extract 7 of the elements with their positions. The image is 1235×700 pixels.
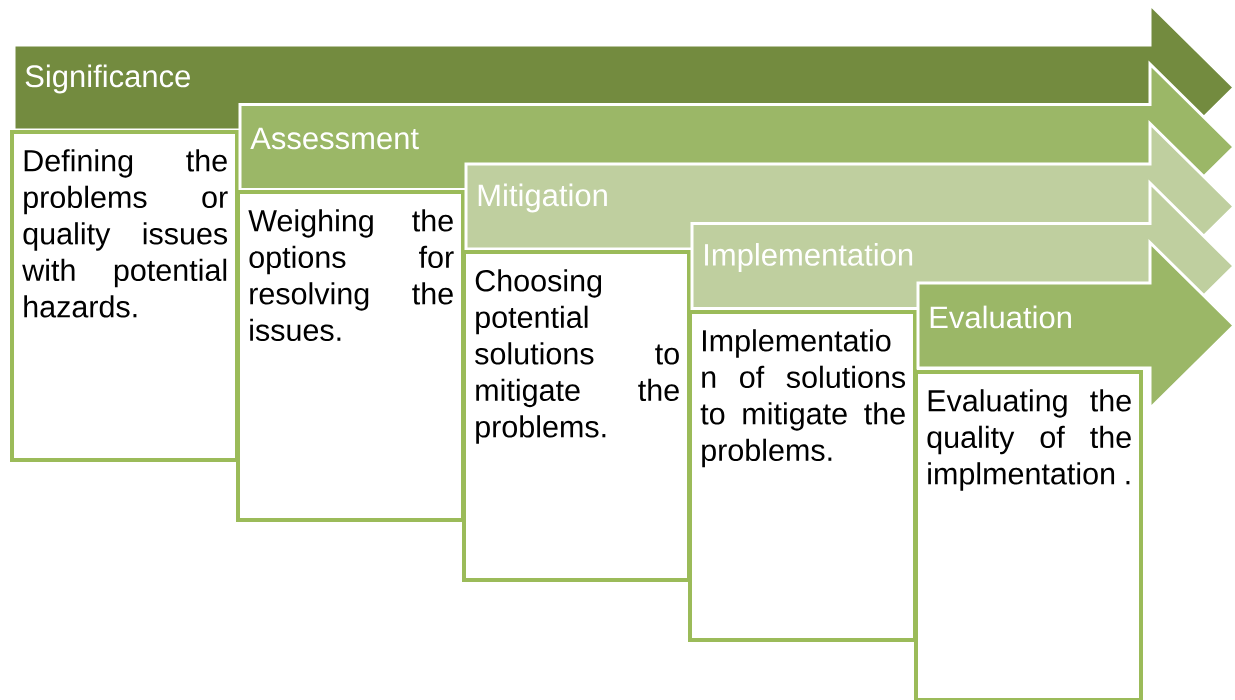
node-label: Mitigation — [478, 183, 607, 213]
description-box: Implementatio n of solutions to mitigate the problems. — [688, 310, 917, 642]
description-box: Choosing potential solutions to mitigate the problems. — [462, 250, 691, 582]
description-box: Evaluating the quality of the implmentation . — [914, 370, 1143, 700]
description-box: Defining the problems or quality issues with potential hazards. — [10, 130, 239, 462]
node-label: Implementation — [705, 243, 913, 272]
description-box: Weighing the options for resolving the issues. — [236, 190, 465, 522]
